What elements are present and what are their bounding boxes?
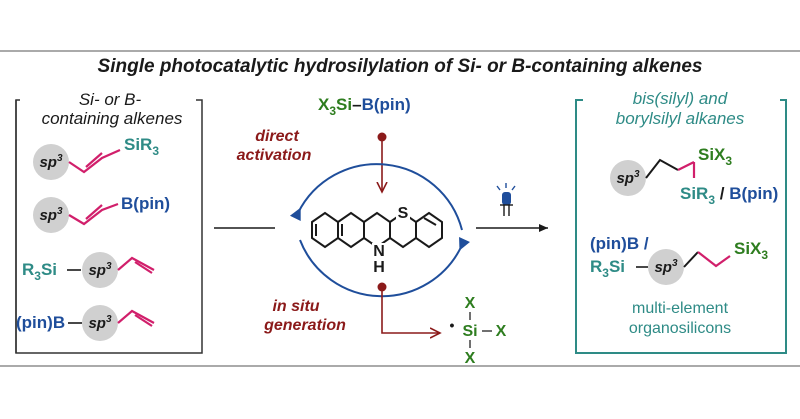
sp3-bead-5 — [610, 160, 646, 196]
product1-top: SiX3 — [698, 145, 732, 168]
sp3-bead-6 — [648, 249, 684, 285]
product1-bottom: SiR3 / B(pin) — [680, 184, 778, 207]
sp3-label-2: sp3 — [39, 206, 63, 224]
svg-text:•: • — [450, 317, 455, 333]
product1-chain — [645, 158, 679, 179]
left-header-line2: containing alkenes — [42, 109, 183, 128]
alkene-1 — [68, 148, 121, 174]
svg-text:X: X — [465, 350, 476, 367]
sp3-bead-2 — [33, 197, 69, 233]
catalyst-n: N — [373, 243, 385, 260]
substituent-r3si: R3Si — [22, 260, 57, 283]
catalyst-s: S — [398, 205, 409, 222]
svg-text:X: X — [465, 295, 476, 312]
sp3-bead-1 — [33, 144, 69, 180]
light-source — [496, 183, 516, 216]
silyl-radical: X Si X X • — [450, 295, 507, 367]
left-header-line1: Si- or B- — [79, 90, 142, 109]
direct-activation-line1: direct — [255, 128, 299, 145]
substituent-sir3: SiR3 — [124, 135, 159, 158]
sp3-bead-3 — [82, 252, 118, 288]
led-icon — [502, 192, 511, 205]
substituent-pinb: (pin)B — [16, 313, 65, 332]
generation-dot — [377, 282, 387, 292]
svg-text:X: X — [496, 323, 507, 340]
catalyst-h: H — [373, 259, 385, 276]
product2-right: SiX3 — [734, 239, 768, 262]
right-box-bracket — [575, 99, 787, 354]
in-situ-line2: generation — [263, 317, 346, 334]
alkene-3 — [117, 256, 155, 271]
right-header-line1: bis(silyl) and — [633, 89, 728, 108]
sp3-label-5: sp3 — [616, 169, 640, 187]
reagent-x3si-bpin: X3Si–B(pin) — [318, 95, 411, 118]
substituent-bpin: B(pin) — [121, 194, 170, 213]
alkene-2 — [68, 202, 119, 226]
right-header-line2: borylsilyl alkanes — [616, 109, 745, 128]
generation-arrow — [381, 291, 440, 333]
product2-label-b: R3Si — [590, 257, 625, 280]
sp3-label-4: sp3 — [88, 314, 112, 332]
cycle-arc-top — [289, 163, 463, 231]
sp3-label-1: sp3 — [39, 153, 63, 171]
product2-label-a: (pin)B / — [590, 234, 649, 253]
note-line1: multi-element — [632, 300, 729, 317]
sp3-label-3: sp3 — [88, 261, 112, 279]
page-title: Single photocatalytic hydrosilylation of… — [98, 56, 703, 77]
sp3-label-6: sp3 — [654, 258, 678, 276]
right-box: bis(silyl) and borylsilyl alkanes sp3 Si… — [575, 89, 787, 354]
activation-dot — [377, 132, 387, 142]
note-line2: organosilicons — [629, 320, 731, 337]
sp3-bead-4 — [82, 305, 118, 341]
product2-chain — [683, 251, 699, 268]
photocatalyst-structure — [311, 211, 443, 249]
left-box: Si- or B- containing alkenes sp3 SiR3 sp… — [15, 90, 203, 354]
svg-text:Si: Si — [462, 323, 477, 340]
cycle-arc-bottom — [299, 237, 470, 298]
direct-activation-line2: activation — [237, 147, 312, 164]
center-cycle: X3Si–B(pin) direct activation S N H in s… — [237, 95, 507, 367]
alkene-4 — [117, 309, 155, 324]
in-situ-line1: in situ — [272, 298, 319, 315]
